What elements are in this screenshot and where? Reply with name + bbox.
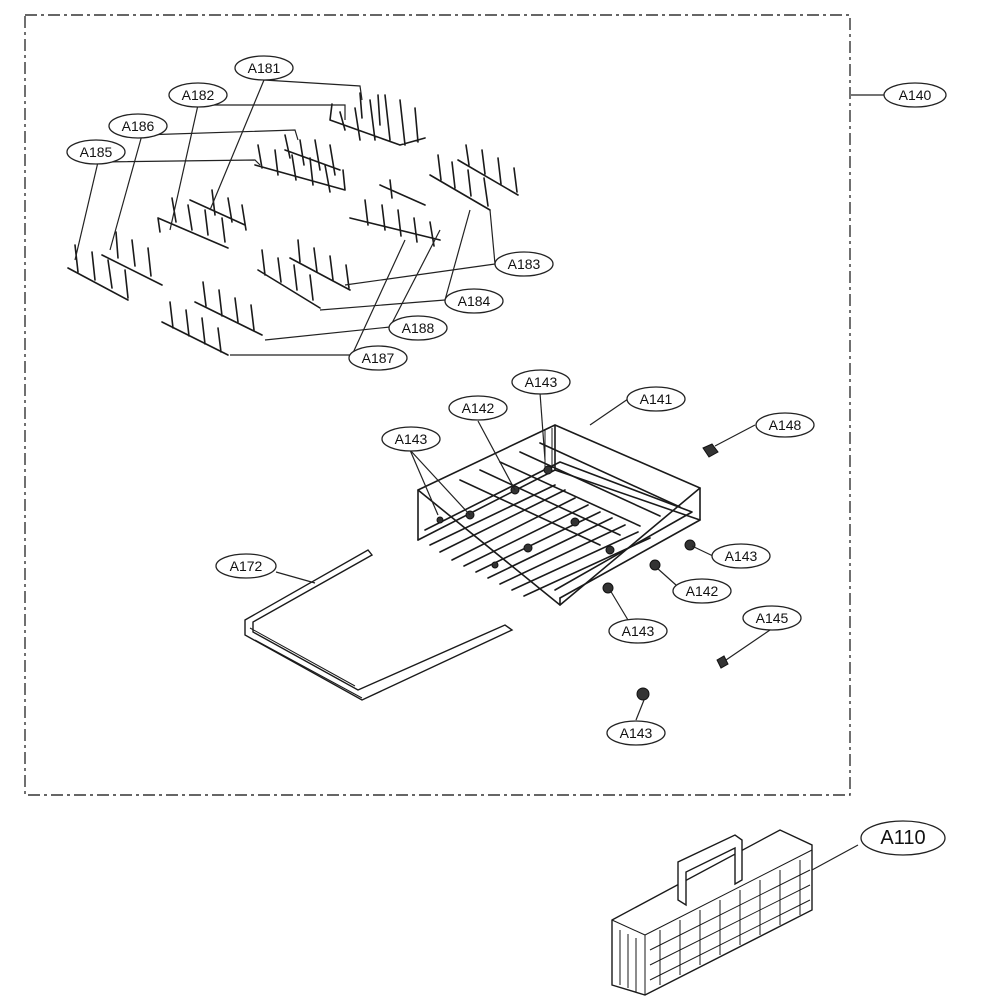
tine-row-a186[interactable] (157, 189, 247, 249)
callout-a143-right: A143 (711, 543, 771, 569)
callout-a181-text: A181 (248, 60, 281, 76)
callout-a181: A181 (234, 55, 294, 81)
callout-a184: A184 (444, 288, 504, 314)
part-a145[interactable] (716, 655, 729, 669)
callout-a142-top: A142 (448, 395, 508, 421)
tine-row-a188[interactable] (257, 239, 351, 309)
callout-a143-top: A143 (511, 369, 571, 395)
callout-a110: A110 (860, 820, 946, 856)
silverware-basket-a110[interactable] (611, 829, 813, 996)
part-a148[interactable] (702, 443, 719, 458)
callout-a186: A186 (108, 113, 168, 139)
callout-a140-text: A140 (899, 87, 932, 103)
leader-lines (74, 79, 884, 871)
rail-frame-a172[interactable] (244, 549, 514, 701)
assembly-boundary-a140 (24, 14, 851, 796)
callout-a141-text: A141 (640, 391, 673, 407)
callout-a188-text: A188 (402, 320, 435, 336)
callout-a141: A141 (626, 386, 686, 412)
callout-a145-text: A145 (756, 610, 789, 626)
callout-a183-text: A183 (508, 256, 541, 272)
roller-a143-loose[interactable] (636, 687, 650, 701)
tine-row-a185[interactable] (67, 231, 163, 301)
callout-a145: A145 (742, 605, 802, 631)
callout-a172: A172 (215, 553, 277, 579)
callout-a187: A187 (348, 345, 408, 371)
callout-a183: A183 (494, 251, 554, 277)
roller-a143-right-front[interactable] (684, 539, 696, 551)
callout-a186-text: A186 (122, 118, 155, 134)
callout-a142-bottom: A142 (672, 578, 732, 604)
callout-a142-top-text: A142 (462, 400, 495, 416)
callout-a143-right-text: A143 (725, 548, 758, 564)
callout-a148-text: A148 (769, 417, 802, 433)
callout-a184-text: A184 (458, 293, 491, 309)
callout-a143-bottom: A143 (608, 618, 668, 644)
callout-a143-loose-text: A143 (620, 725, 653, 741)
callout-a143-left-text: A143 (395, 431, 428, 447)
tine-row-a181[interactable] (329, 92, 426, 146)
callout-a187-text: A187 (362, 350, 395, 366)
callout-a172-text: A172 (230, 558, 263, 574)
callout-a143-left: A143 (381, 426, 441, 452)
callout-a182: A182 (168, 82, 228, 108)
callout-a110-text: A110 (880, 827, 925, 849)
roller-a142-front[interactable] (649, 559, 661, 571)
callout-a142-bottom-text: A142 (686, 583, 719, 599)
tine-row-a182[interactable] (254, 134, 346, 193)
callout-a143-top-text: A143 (525, 374, 558, 390)
tine-row-a187[interactable] (161, 281, 263, 356)
callout-a182-text: A182 (182, 87, 215, 103)
callout-a143-bottom-text: A143 (622, 623, 655, 639)
callout-a148: A148 (755, 412, 815, 438)
lower-rack-basket-a141[interactable] (417, 424, 701, 606)
callout-a140: A140 (883, 82, 947, 108)
tine-row-a184[interactable] (349, 179, 441, 247)
callout-a188: A188 (388, 315, 448, 341)
callout-a143-loose: A143 (606, 720, 666, 746)
callout-a185-text: A185 (80, 144, 113, 160)
tine-row-a183[interactable] (429, 144, 519, 211)
callout-a185: A185 (66, 139, 126, 165)
